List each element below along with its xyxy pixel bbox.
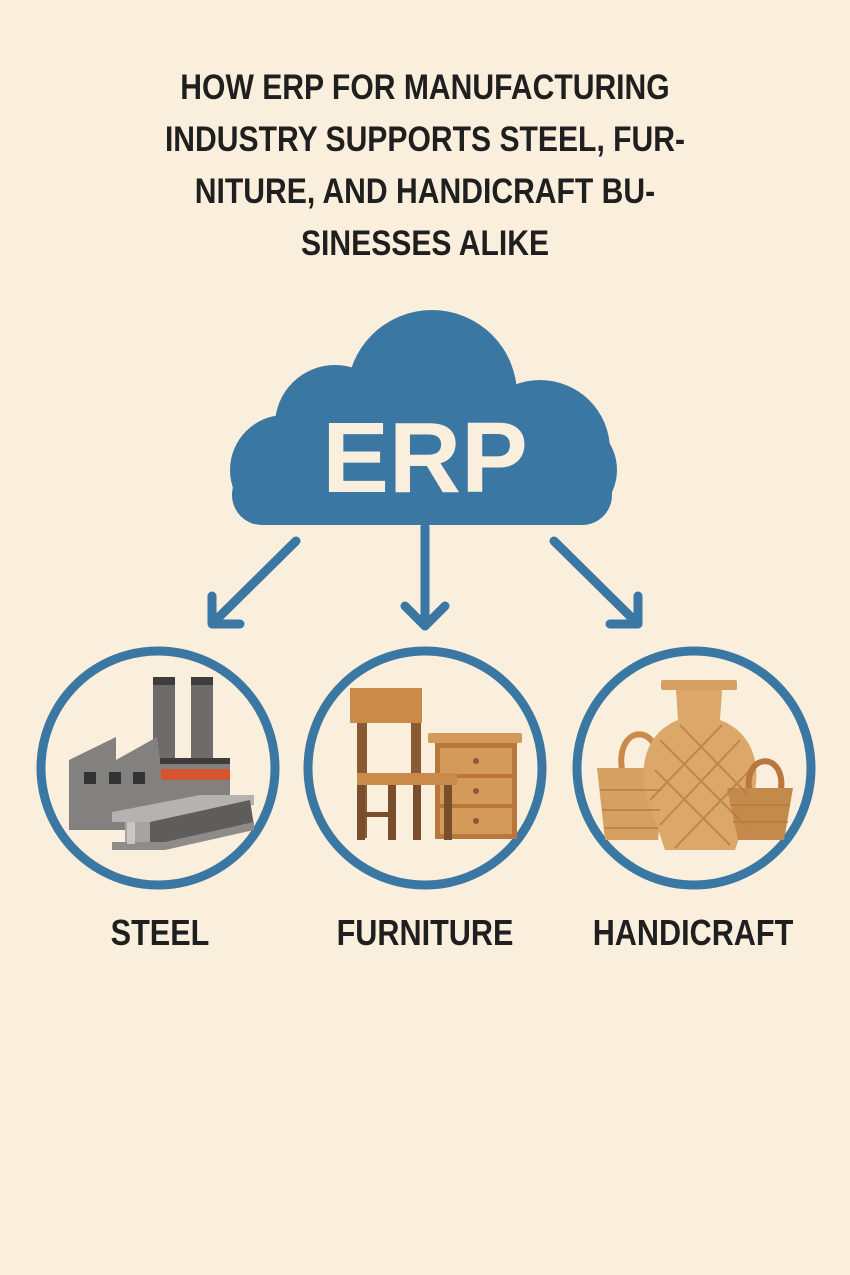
title-line-4: SINESSES ALIKE (300, 224, 550, 263)
arrow-right-icon (549, 536, 643, 629)
chair-drawer-icon (350, 688, 522, 840)
title-line-2: INDUSTRY SUPPORTS STEEL, FUR- (164, 120, 686, 159)
cloud-icon (230, 310, 617, 525)
arrow-left-icon (207, 536, 301, 629)
page-title: HOW ERP FOR MANUFACTURING INDUSTRY SUPPO… (94, 62, 756, 270)
cloud-label: ERP (322, 402, 528, 514)
title-line-1: HOW ERP FOR MANUFACTURING (180, 68, 670, 107)
arrows (207, 522, 643, 631)
furniture-circle (303, 646, 547, 890)
vase-baskets-icon (597, 680, 793, 850)
title-line-3: NITURE, AND HANDICRAFT BU- (194, 172, 656, 211)
handicraft-circle (572, 646, 816, 890)
arrow-down-icon (400, 522, 450, 631)
category-label-furniture: FURNITURE (336, 912, 514, 953)
category-label-steel: STEEL (110, 912, 210, 953)
steel-circle (36, 646, 280, 890)
factory-steel-beams-icon (69, 677, 254, 850)
category-label-handicraft: HANDICRAFT (592, 912, 794, 953)
